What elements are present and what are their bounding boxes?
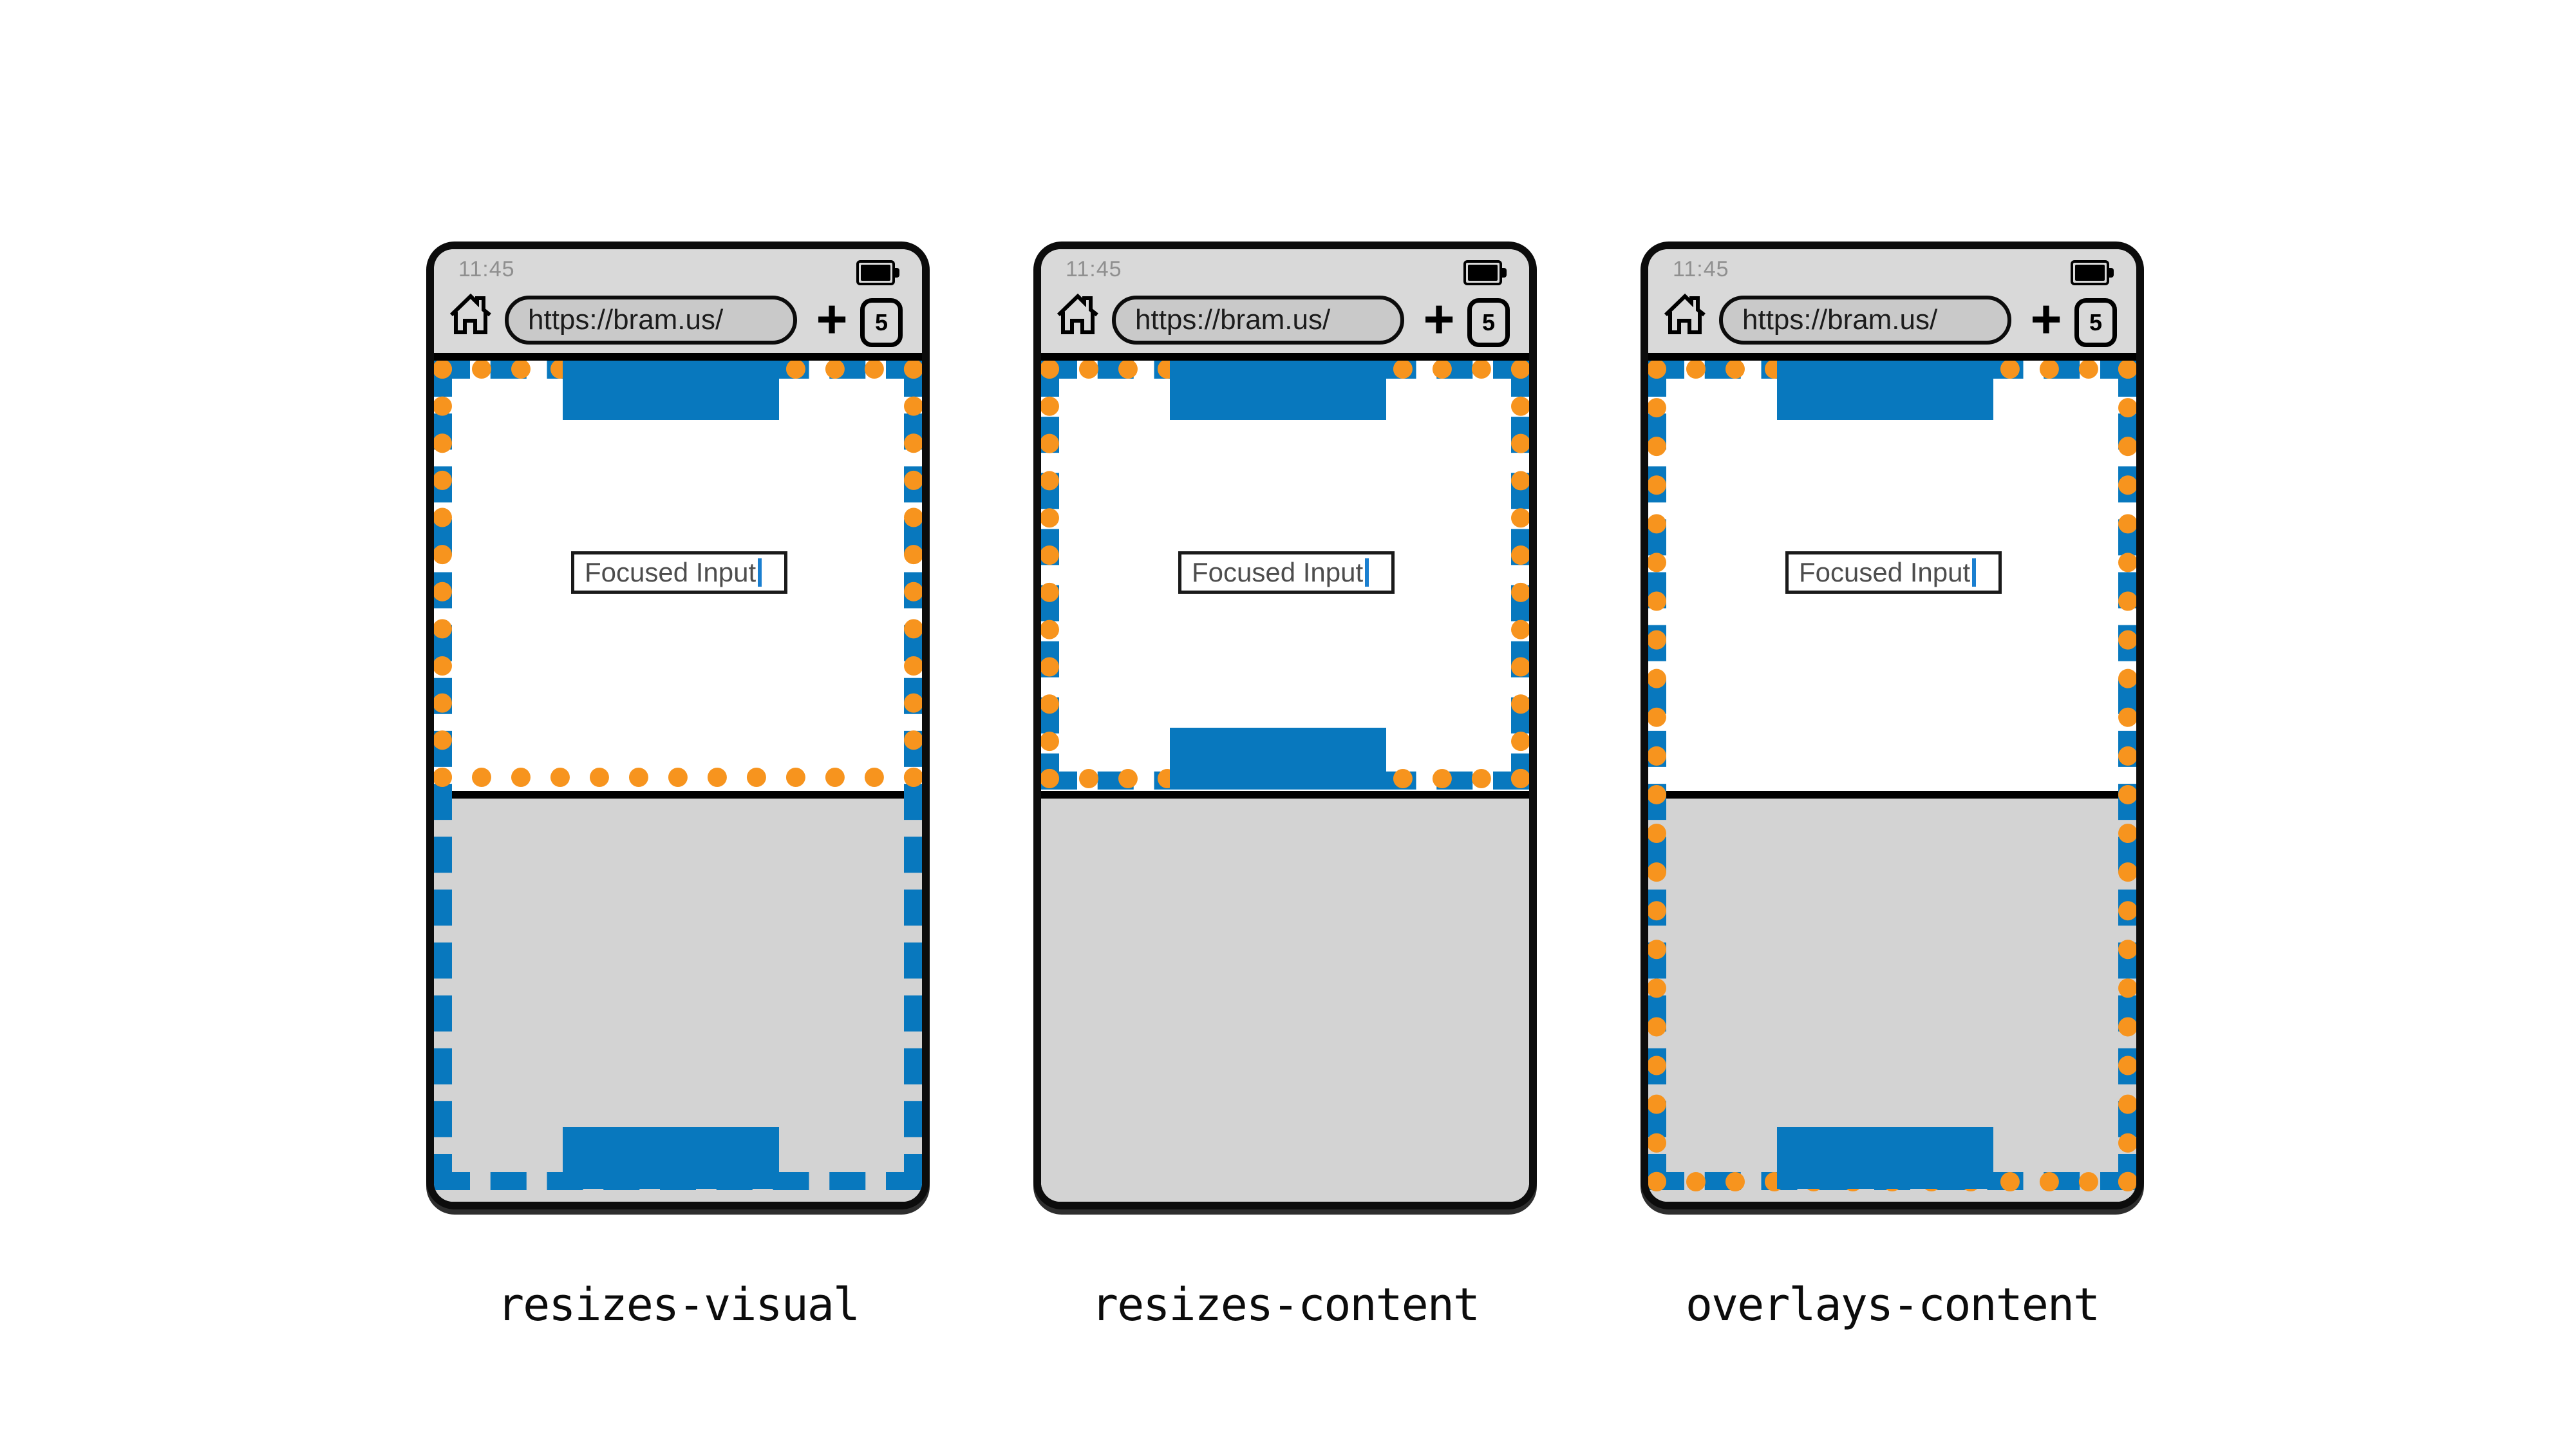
- tab-count: 5: [1481, 309, 1496, 336]
- input-value: Focused Input: [585, 557, 757, 587]
- focused-input[interactable]: Focused Input: [1785, 551, 2002, 594]
- input-value: Focused Input: [1799, 557, 1971, 587]
- status-time: 11:45: [458, 257, 515, 281]
- browser-chrome: 11:45 https://bram.us/ + 5: [434, 249, 922, 353]
- home-icon[interactable]: [447, 290, 494, 338]
- url-text: https://bram.us/: [528, 304, 724, 336]
- fixed-header-element: [1170, 361, 1386, 420]
- fixed-footer-element: [563, 1127, 779, 1189]
- new-tab-button[interactable]: +: [2030, 289, 2062, 349]
- fixed-header-element: [563, 361, 779, 420]
- tab-count: 5: [874, 309, 888, 336]
- tab-count: 5: [2089, 309, 2103, 336]
- battery-icon: [2071, 260, 2114, 285]
- page-screen: Focused Input: [1041, 361, 1529, 1202]
- tab-count-button[interactable]: 5: [860, 298, 903, 347]
- fixed-footer-element: [1777, 1127, 1993, 1189]
- chrome-divider: [1041, 353, 1529, 361]
- home-icon[interactable]: [1661, 290, 1709, 338]
- focused-input[interactable]: Focused Input: [571, 551, 787, 594]
- visual-viewport-dotted-border: [1041, 361, 1529, 788]
- tab-count-button[interactable]: 5: [1467, 298, 1510, 347]
- chrome-divider: [1648, 353, 2136, 361]
- text-caret: [758, 558, 762, 587]
- battery-icon: [1463, 260, 1507, 285]
- text-caret: [1972, 558, 1977, 587]
- browser-chrome: 11:45 https://bram.us/ + 5: [1648, 249, 2136, 353]
- battery-fill: [2075, 265, 2105, 281]
- battery-fill: [1468, 265, 1498, 281]
- new-tab-button[interactable]: +: [816, 289, 848, 349]
- battery-icon: [856, 260, 899, 285]
- url-text: https://bram.us/: [1135, 304, 1331, 336]
- url-field[interactable]: https://bram.us/: [505, 296, 797, 345]
- chrome-divider: [434, 353, 922, 361]
- phone-overlays-content: 11:45 https://bram.us/ + 5 Focused Input: [1641, 242, 2144, 1209]
- caption-resizes-content: resizes-content: [1091, 1278, 1480, 1331]
- home-icon[interactable]: [1054, 290, 1102, 338]
- input-value: Focused Input: [1192, 557, 1364, 587]
- status-time: 11:45: [1673, 257, 1729, 281]
- page-screen: Focused Input: [434, 361, 922, 1202]
- status-time: 11:45: [1066, 257, 1122, 281]
- url-field[interactable]: https://bram.us/: [1719, 296, 2011, 345]
- focused-input[interactable]: Focused Input: [1178, 551, 1395, 594]
- battery-fill: [861, 265, 890, 281]
- fixed-footer-element: [1170, 728, 1386, 790]
- text-caret: [1365, 558, 1369, 587]
- browser-chrome: 11:45 https://bram.us/ + 5: [1041, 249, 1529, 353]
- caption-overlays-content: overlays-content: [1685, 1278, 2100, 1331]
- visual-viewport-dotted-border: [1648, 361, 2136, 1191]
- caption-resizes-visual: resizes-visual: [496, 1278, 860, 1331]
- page-screen: Focused Input: [1648, 361, 2136, 1202]
- url-field[interactable]: https://bram.us/: [1112, 296, 1404, 345]
- phone-resizes-content: 11:45 https://bram.us/ + 5 Focused Input: [1033, 242, 1537, 1209]
- virtual-keyboard-area: [1041, 791, 1529, 1202]
- new-tab-button[interactable]: +: [1423, 289, 1455, 349]
- phone-resizes-visual: 11:45 https://bram.us/ + 5 Focused Input: [426, 242, 930, 1209]
- url-text: https://bram.us/: [1742, 304, 1938, 336]
- fixed-header-element: [1777, 361, 1993, 420]
- tab-count-button[interactable]: 5: [2074, 298, 2117, 347]
